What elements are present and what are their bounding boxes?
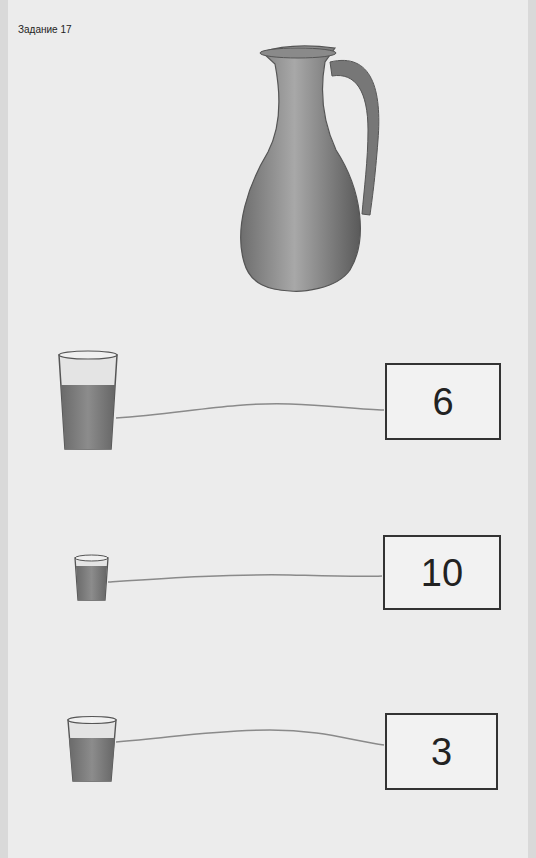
hand-line: [116, 404, 384, 418]
jug-rim: [260, 48, 336, 58]
small-glass: [75, 555, 108, 600]
answer-box: 10: [383, 535, 501, 610]
task-label: Задание 17: [18, 24, 72, 35]
answer-box: 3: [385, 713, 498, 790]
big-glass: [59, 351, 117, 449]
hand-line: [108, 575, 382, 582]
hand-line: [116, 730, 384, 745]
box-number: 10: [421, 554, 463, 592]
box-number: 3: [431, 733, 452, 771]
answer-box: 6: [385, 363, 501, 440]
jug: [241, 46, 361, 291]
medium-glass: [68, 717, 116, 782]
box-number: 6: [432, 383, 453, 421]
